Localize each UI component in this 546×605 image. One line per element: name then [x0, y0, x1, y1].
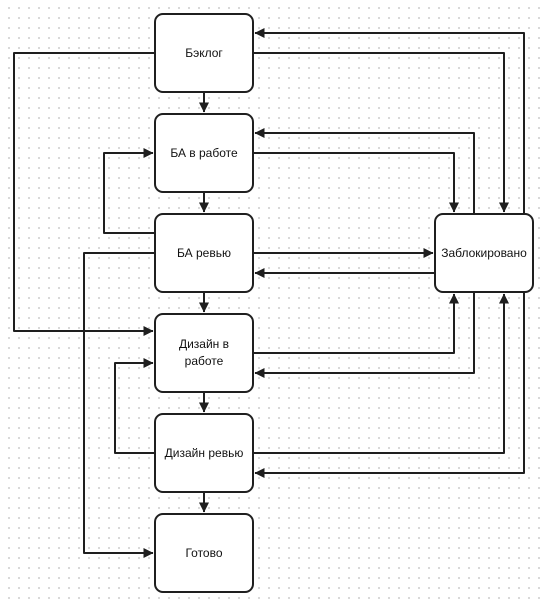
- edge-ba-review-to-ba-in-progress: [103, 148, 154, 234]
- edge-blocked-to-backlog: [254, 28, 525, 213]
- node-backlog-label: Бэклог: [185, 45, 223, 60]
- edge-design-review-to-design-in-progress: [114, 358, 154, 454]
- edge-blocked-to-ba-in-progress: [254, 128, 475, 213]
- node-backlog[interactable]: Бэклог: [154, 13, 254, 93]
- node-design-in-progress[interactable]: Дизайн в работе: [154, 313, 254, 393]
- node-ba-review[interactable]: БА ревью: [154, 213, 254, 293]
- node-blocked[interactable]: Заблокировано: [434, 213, 534, 293]
- edge-design-review-to-blocked: [254, 293, 509, 454]
- node-design-review-label: Дизайн ревью: [164, 445, 244, 460]
- edge-ba-review-to-done: [83, 252, 154, 558]
- node-design-review[interactable]: Дизайн ревью: [154, 413, 254, 493]
- node-ba-in-progress[interactable]: БА в работе: [154, 113, 254, 193]
- edge-backlog-to-blocked: [254, 52, 509, 213]
- node-ba-in-progress-label: БА в работе: [170, 145, 238, 160]
- edge-ba-in-progress-to-blocked: [254, 152, 459, 213]
- edge-blocked-to-design-review: [254, 293, 525, 478]
- node-ba-review-label: БА ревью: [177, 245, 231, 260]
- node-done[interactable]: Готово: [154, 513, 254, 593]
- node-done-label: Готово: [185, 545, 223, 560]
- edge-blocked-to-design-in-progress: [254, 293, 475, 378]
- node-blocked-label: Заблокировано: [441, 245, 527, 260]
- edge-design-in-progress-to-blocked: [254, 293, 459, 354]
- node-design-in-progress-label: Дизайн в работе: [178, 337, 230, 368]
